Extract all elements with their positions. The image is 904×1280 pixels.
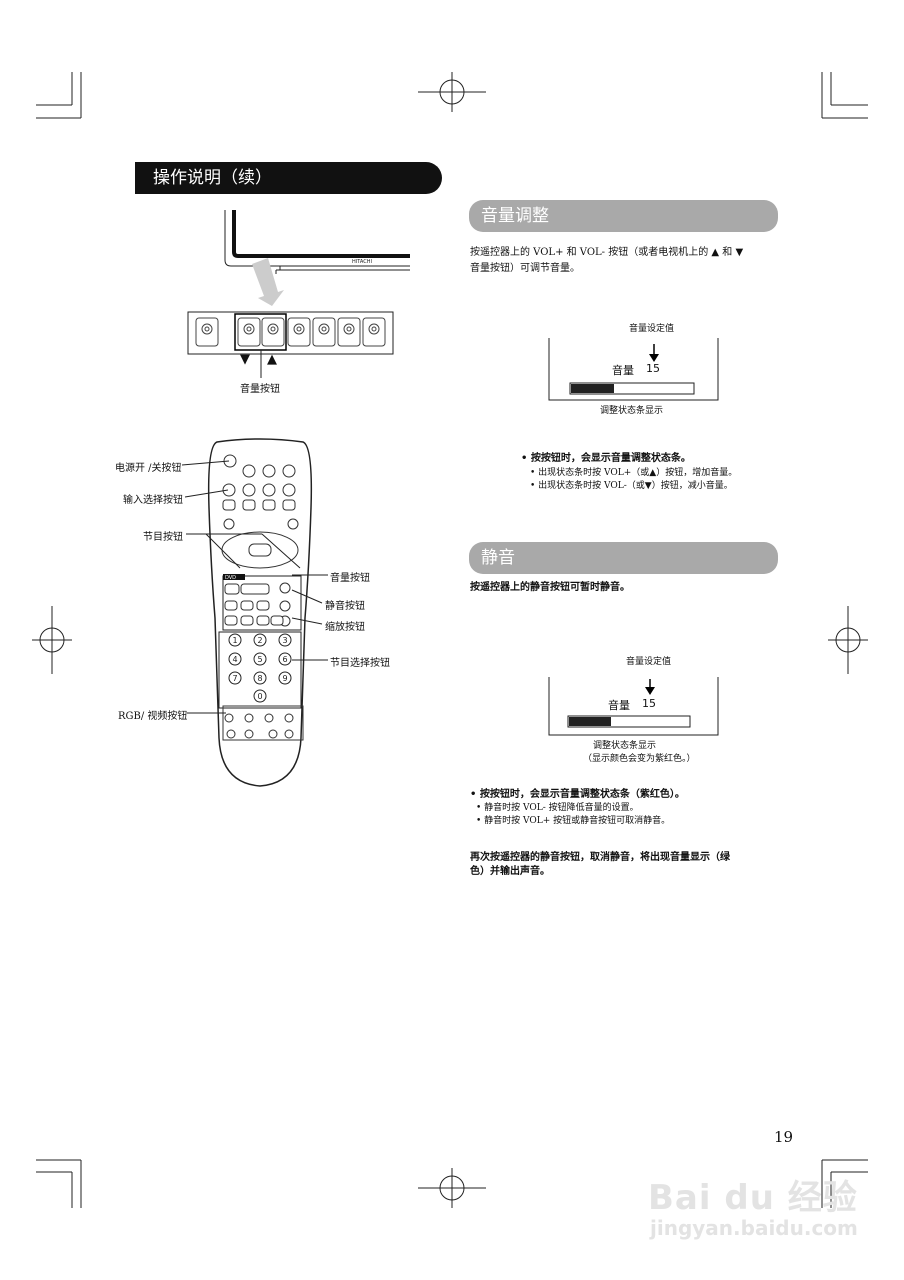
callout-zoom: 缩放按钮: [325, 622, 365, 633]
callout-rgb-video: RGB/ 视频按钮: [118, 711, 188, 722]
watermark-url: jingyan.baidu.com: [650, 1216, 858, 1240]
remote-key-3: [278, 633, 292, 647]
callout-power: 电源开 /关按钮: [115, 463, 182, 474]
remote-key-1: [228, 633, 242, 647]
remote-key-7: [228, 671, 242, 685]
volume-bullet: • 按按钮时，会显示音量调整状态条。: [521, 453, 691, 464]
remote-key-label-6: 6: [283, 655, 288, 664]
volume-button-caption: 音量按钮: [240, 384, 280, 395]
mute-caption-2: （显示颜色会变为紫红色。）: [583, 754, 696, 764]
remote-key-4: [228, 652, 242, 666]
remote-key-8: [253, 671, 267, 685]
watermark-logo: Bai du 经验: [648, 1178, 858, 1218]
remote-key-label-9: 9: [283, 674, 288, 683]
mute-heading: 静音: [469, 542, 778, 574]
remote-key-label-1: 1: [233, 636, 238, 645]
mute-intro: 按遥控器上的静音按钮可暂时静音。: [470, 582, 630, 593]
pointer-arrow: [252, 258, 284, 306]
remote-key-label-5: 5: [258, 655, 263, 664]
remote-key-label-3: 3: [283, 636, 288, 645]
volume-bullet-sub2: • 出现状态条时按 VOL-（或▼）按钮，减小音量。: [530, 481, 733, 491]
remote-key-label-8: 8: [258, 674, 263, 683]
volume-caption: 调整状态条显示: [600, 406, 664, 416]
volume-bullet-sub1: • 出现状态条时按 VOL+（或▲）按钮，增加音量。: [530, 468, 738, 478]
mute-caption-1: 调整状态条显示: [593, 741, 657, 751]
volume-value: 15: [646, 362, 660, 375]
callout-input-select: 输入选择按钮: [123, 495, 183, 506]
svg-text:DVD: DVD: [225, 575, 236, 581]
remote-key-label-0: 0: [258, 692, 263, 701]
remote-key-label-2: 2: [258, 636, 263, 645]
page-title: 操作说明（续）: [135, 162, 442, 194]
callout-mute: 静音按钮: [325, 601, 365, 612]
remote-key-2: [253, 633, 267, 647]
mute-bullet: • 按按钮时，会显示音量调整状态条（紫红色）。: [470, 789, 685, 800]
mute-setting-label: 音量设定值: [626, 657, 672, 667]
volume-status-box: [548, 338, 719, 401]
remote-key-label-7: 7: [233, 674, 238, 683]
mute-volume-value: 15: [642, 697, 656, 710]
mute-footer-1: 再次按遥控器的静音按钮，取消静音，将出现音量显示（绿: [470, 852, 730, 863]
brand-logo: HITACHI: [352, 259, 372, 265]
remote-key-9: [278, 671, 292, 685]
remote-control: DVD 1 2 3 4 5 6 7 8 9 0: [207, 438, 313, 787]
remote-key-5: [253, 652, 267, 666]
mute-footer-2: 色）并输出声音。: [470, 866, 550, 877]
page-number: 19: [774, 1128, 794, 1146]
volume-heading: 音量调整: [469, 200, 778, 232]
volume-setting-label: 音量设定值: [629, 324, 675, 334]
mute-bullet-sub1: • 静音时按 VOL- 按钮降低音量的设置。: [476, 803, 639, 813]
mute-status-box: [548, 677, 719, 736]
volume-intro-2: 音量按钮）可调节音量。: [470, 263, 580, 274]
volume-label: 音量: [612, 364, 634, 377]
mute-volume-label: 音量: [608, 699, 630, 712]
volume-intro-1: 按遥控器上的 VOL+ 和 VOL- 按钮（或者电视机上的 ▲ 和 ▼: [470, 247, 744, 258]
mute-bullet-sub2: • 静音时按 VOL+ 按钮或静音按钮可取消静音。: [476, 816, 671, 826]
callout-channel: 节目按钮: [143, 532, 183, 543]
tv-illustration: HITACHI: [187, 210, 410, 378]
callout-program-select: 节目选择按钮: [330, 658, 390, 669]
remote-key-label-4: 4: [233, 655, 238, 664]
callout-volume: 音量按钮: [330, 573, 370, 584]
vol-up-arrow: ▲: [267, 352, 277, 367]
vol-down-arrow: ▼: [240, 352, 250, 367]
remote-key-0: [253, 689, 267, 703]
remote-key-6: [278, 652, 292, 666]
